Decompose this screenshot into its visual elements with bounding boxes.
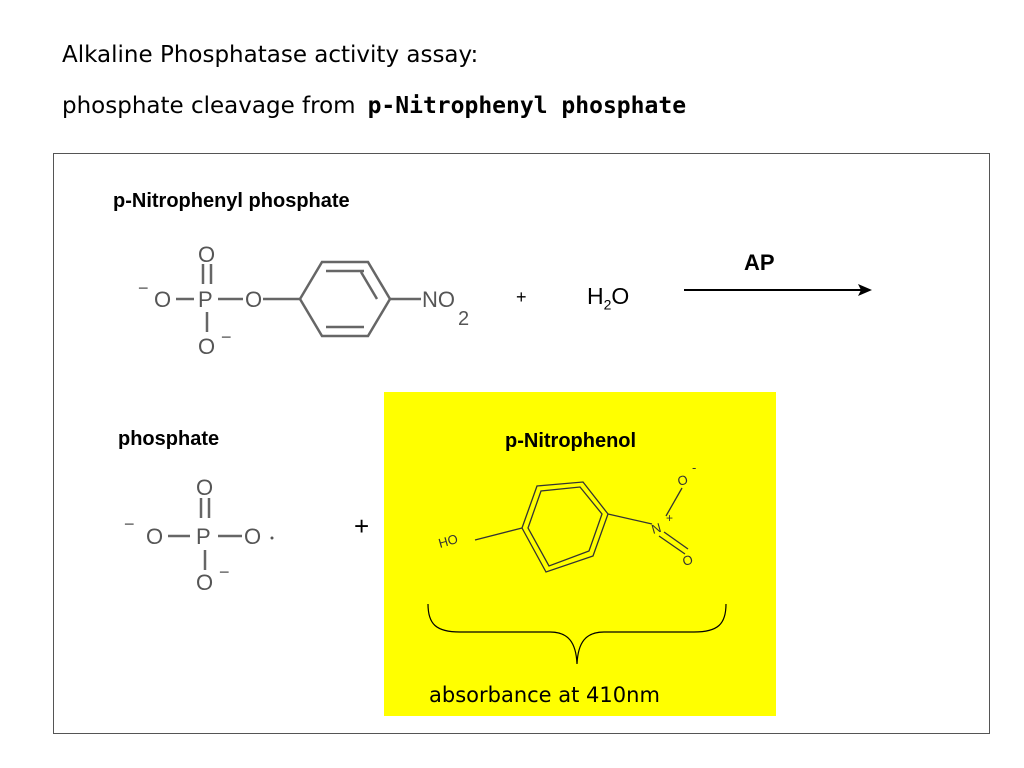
- pnpp-p: P: [198, 287, 213, 312]
- title-line-2-compound: p-Nitrophenyl phosphate: [367, 93, 687, 119]
- phosphate-minus-left: −: [124, 514, 135, 534]
- pnpp-structure: − O O P O O − NO 2: [138, 242, 469, 359]
- phosphate-o-top: O: [196, 475, 213, 500]
- absorbance-note: absorbance at 410nm: [429, 683, 660, 707]
- pnpp-minus-left: −: [138, 278, 149, 298]
- plus-sign-2: +: [354, 511, 370, 541]
- curly-brace: [427, 603, 727, 665]
- title-line-1: Alkaline Phosphatase activity assay:: [62, 42, 479, 68]
- pnpp-no2-subscript: 2: [458, 308, 469, 330]
- plus-sign-1: +: [516, 287, 527, 307]
- pnpp-o-left: O: [154, 287, 171, 312]
- product1-label: phosphate: [118, 428, 220, 450]
- phosphate-p: P: [196, 524, 211, 549]
- reaction-frame: [53, 153, 990, 734]
- pnp-o-top: O: [676, 472, 690, 489]
- phosphate-o-left: O: [146, 524, 163, 549]
- pnpp-o-bridge: O: [245, 287, 262, 312]
- title-line-2-prefix: phosphate cleavage from: [62, 93, 356, 119]
- phosphate-structure: − O O P O O −: [124, 475, 274, 595]
- title-line-2: phosphate cleavage from p-Nitrophenyl pho…: [62, 93, 686, 119]
- reaction-arrow: [684, 284, 872, 296]
- product2-label: p-Nitrophenol: [505, 430, 637, 452]
- pnp-structure: HO N + O - O: [437, 462, 696, 573]
- pnp-n: N: [650, 520, 663, 537]
- enzyme-label: AP: [744, 250, 775, 275]
- pnpp-minus-bottom: −: [221, 327, 232, 347]
- water-o: O: [611, 283, 630, 309]
- pnpp-o-bottom: O: [198, 334, 215, 359]
- pnp-o-minus: -: [692, 462, 696, 475]
- pnp-o-bottom: O: [681, 552, 695, 569]
- phosphate-minus-bottom: −: [219, 562, 230, 582]
- water-subscript: 2: [603, 296, 612, 313]
- pnp-n-plus: +: [666, 511, 673, 525]
- water-formula: H2O: [587, 283, 629, 313]
- pnpp-no2: NO: [422, 287, 455, 312]
- pnp-ho: HO: [437, 531, 460, 551]
- water-h: H: [587, 283, 604, 309]
- phosphate-o-bottom: O: [196, 570, 213, 595]
- phosphate-o-right: O: [244, 524, 261, 549]
- phosphate-dot: [270, 536, 274, 540]
- reactant-label: p-Nitrophenyl phosphate: [113, 190, 350, 212]
- pnpp-o-top: O: [198, 242, 215, 267]
